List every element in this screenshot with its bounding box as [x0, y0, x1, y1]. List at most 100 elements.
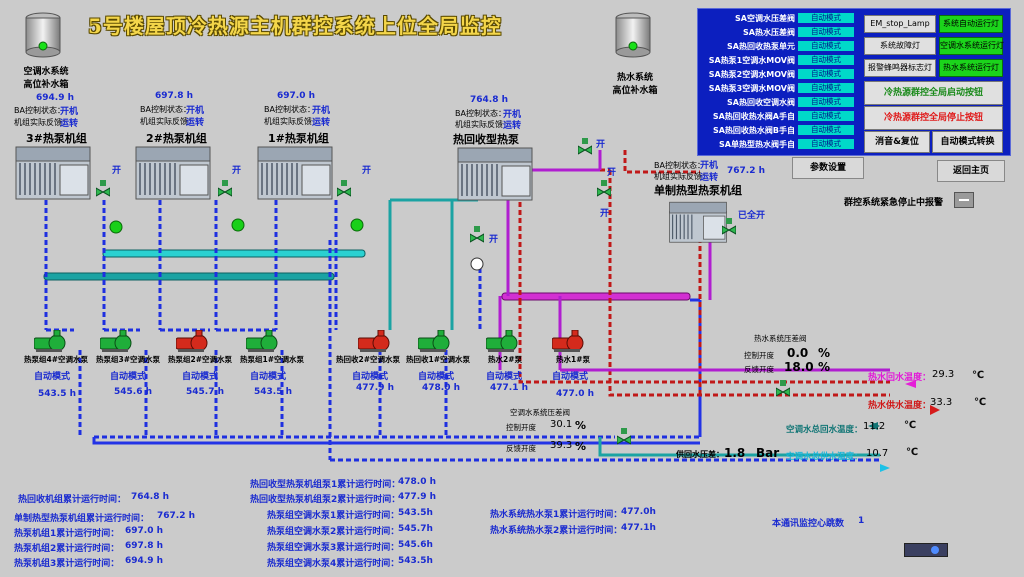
hw-diff-fb-label: 反馈开度 [744, 365, 774, 374]
panel-mode-indicator[interactable]: 自动模式 [798, 55, 854, 65]
panel-mode-indicator[interactable]: 自动模式 [798, 13, 854, 23]
pump-3-hours: 545.6 h [114, 387, 153, 397]
runtime-value: 543.5h [398, 556, 433, 566]
panel-row-label: SA热泵1空调水MOV阀 [708, 56, 795, 65]
unit2-ctrl-label: BA控制状态： [140, 105, 191, 114]
valve-icon[interactable] [596, 180, 612, 204]
hw-diff-ctrl-value: 0.0 [787, 346, 809, 360]
recovery-pump-1-mode: 自动模式 [418, 372, 455, 382]
home-button[interactable]: 返回主页 [937, 160, 1005, 182]
runtime-value: 767.2 h [157, 511, 196, 521]
emergency-indicator [954, 192, 974, 208]
runtime-value: 694.9 h [125, 556, 164, 566]
panel-mode-indicator[interactable]: 自动模式 [798, 27, 854, 37]
pump-2-hours: 545.7 h [186, 387, 225, 397]
heat-pump-unit-3[interactable] [14, 145, 92, 207]
ac-diff-fb-unit: % [575, 440, 587, 453]
unit1-ctrl-value: 开机 [312, 106, 331, 116]
hw-header-pipe [501, 292, 691, 301]
pressure-label: 供回水压差： [676, 450, 724, 459]
auto-mode-switch-button[interactable]: 自动模式转换 [932, 131, 1003, 153]
help-icon [931, 546, 939, 554]
runtime-label: 热泵组空调水泵4累计运行时间： [267, 559, 400, 569]
tank-icon [615, 12, 651, 58]
recovery-pump-2-hours: 477.9 h [356, 383, 395, 393]
single-fb-label: 机组实际反馈： [654, 172, 710, 181]
runtime-label: 热泵机组2累计运行时间： [14, 544, 120, 554]
silence-reset-button[interactable]: 消音&复位 [864, 131, 930, 153]
global-start-button[interactable]: 冷热源群控全局启动按钮 [864, 81, 1003, 105]
ac-supply-unit: ℃ [906, 447, 919, 458]
pressure-unit: Bar [756, 446, 780, 460]
recovery-name: 热回收型热泵 [453, 133, 519, 146]
panel-mode-indicator[interactable]: 自动模式 [798, 139, 854, 149]
panel-mode-indicator[interactable]: 自动模式 [798, 69, 854, 79]
heat-pump-icon [669, 201, 727, 243]
single-heat-unit[interactable] [668, 200, 728, 250]
heat-recovery-unit[interactable] [456, 146, 534, 208]
panel-mode-indicator[interactable]: 自动模式 [798, 97, 854, 107]
pump-icon[interactable] [485, 329, 518, 356]
hw-makeup-tank [614, 12, 652, 62]
pump-icon[interactable] [551, 329, 584, 356]
hw-diff-ctrl-unit: % [818, 346, 831, 360]
recovery-valve-state-2: 开 [607, 168, 617, 178]
unit1-valve-state: 开 [362, 166, 372, 176]
runtime-label: 热泵机组1累计运行时间： [14, 529, 120, 539]
ac-diff-valve-icon[interactable] [616, 428, 632, 452]
pump-icon[interactable] [417, 329, 450, 356]
em-stop-lamp: EM_stop_Lamp [864, 15, 936, 33]
pressure-value: 1.8 [724, 446, 746, 460]
pump-1-hours: 543.5 h [254, 387, 293, 397]
unit2-fb-label: 机组实际反馈： [140, 117, 196, 126]
recovery-pump-1-name: 热回收1#空调水泵 [406, 355, 471, 364]
panel-mode-indicator[interactable]: 自动模式 [798, 41, 854, 51]
hw-diff-valve-icon[interactable] [775, 380, 791, 404]
valve-icon[interactable] [721, 218, 737, 242]
panel-row-label: SA热回收热泵单元 [727, 42, 795, 51]
heat-pump-icon [257, 146, 333, 200]
pump-icon[interactable] [33, 329, 66, 356]
pump-icon[interactable] [99, 329, 132, 356]
hw-pump-1-hours: 477.0 h [556, 389, 595, 399]
pump-4-name: 热泵组4#空调水泵 [24, 355, 89, 364]
panel-row-label: SA热泵3空调水MOV阀 [708, 84, 795, 93]
hw-supply-unit: ℃ [974, 397, 987, 408]
recovery-ctrl-value: 开机 [503, 110, 522, 120]
tray-widget[interactable] [904, 543, 948, 557]
pump-icon[interactable] [175, 329, 208, 356]
unit1-fb-label: 机组实际反馈： [264, 117, 320, 126]
unit3-name: 3#热泵机组 [26, 132, 87, 145]
hw-diff-title: 热水系统压差阀 [754, 334, 807, 343]
pump-icon[interactable] [357, 329, 390, 356]
recovery-valve-state-4: 开 [489, 235, 499, 245]
valve-icon[interactable] [336, 180, 352, 204]
panel-mode-indicator[interactable]: 自动模式 [798, 83, 854, 93]
unit1-ctrl-label: BA控制状态： [264, 105, 315, 114]
heat-pump-icon [135, 146, 211, 200]
valve-icon[interactable] [577, 138, 593, 162]
pump-4-hours: 543.5 h [38, 389, 77, 399]
page-title: 5号楼屋顶冷热源主机群控系统上位全局监控 [88, 14, 502, 38]
panel-row-label: SA热回收热水阀A手自 [712, 112, 795, 121]
valve-icon[interactable] [217, 180, 233, 204]
pump-icon[interactable] [245, 329, 278, 356]
valve-icon[interactable] [95, 180, 111, 204]
panel-mode-indicator[interactable]: 自动模式 [798, 111, 854, 121]
ac-header-pipe [43, 272, 335, 281]
runtime-value: 543.5h [398, 508, 433, 518]
hw-pump-1-name: 热水1#泵 [556, 355, 591, 364]
unit2-name: 2#热泵机组 [146, 132, 207, 145]
heat-pump-unit-2[interactable] [134, 145, 212, 207]
emergency-stop-label: 群控系统紧急停止中报警 [844, 198, 944, 208]
global-stop-button[interactable]: 冷热源群控全局停止按钮 [864, 106, 1003, 130]
runtime-value: 764.8 h [131, 492, 170, 502]
params-button[interactable]: 参数设置 [792, 157, 864, 179]
heat-pump-unit-1[interactable] [256, 145, 334, 207]
panel-mode-indicator[interactable]: 自动模式 [798, 125, 854, 135]
valve-icon[interactable] [469, 226, 485, 250]
hw-supply-value: 33.3 [930, 397, 953, 408]
recovery-valve-state-1: 开 [596, 140, 606, 150]
runtime-label: 单制热型热泵机组累计运行时间： [14, 514, 150, 524]
sys-fault-lamp: 系统故障灯 [864, 37, 936, 55]
